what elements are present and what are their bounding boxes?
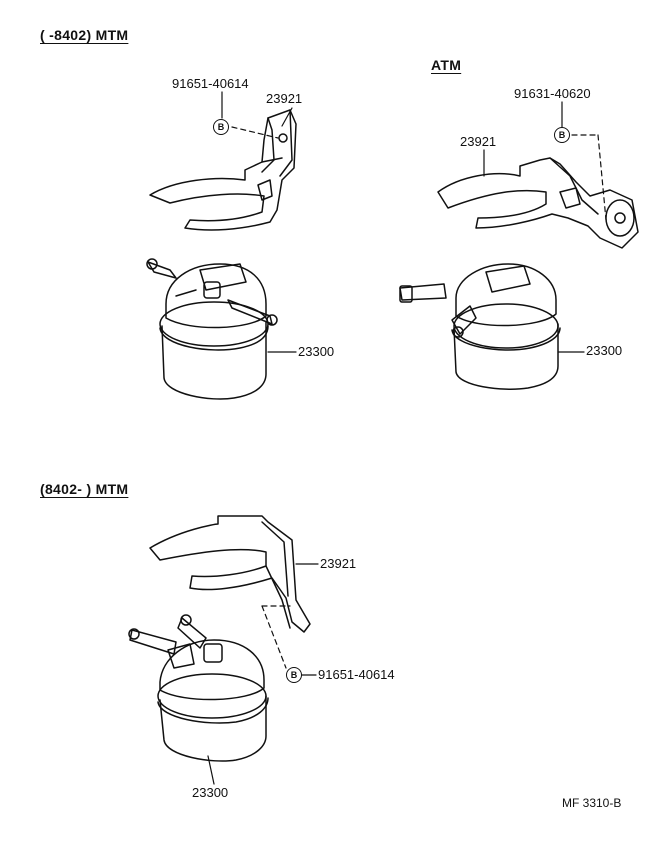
part-number-bracket-mtm-early: 23921 [266,91,303,106]
leader-lines-mtm-early [222,92,296,352]
bolt-marker-mtm-early: B [213,119,229,135]
part-number-bracket-atm: 23921 [460,134,497,149]
fuel-filter-mtm-late [128,614,268,761]
bracket-atm [438,158,638,248]
part-number-filter-mtm-late: 23300 [192,785,229,800]
bolt-marker-mtm-late: B [286,667,302,683]
heading-atm: ATM [431,57,462,73]
heading-mtm-early: ( -8402) MTM [40,27,129,43]
fuel-filter-atm [400,264,560,389]
part-number-bolt-atm: 91631-40620 [514,86,591,101]
part-number-filter-atm: 23300 [586,343,623,358]
bracket-mtm-late [150,516,310,632]
part-number-bolt-mtm-late: 91651-40614 [318,667,395,682]
heading-mtm-late: (8402- ) MTM [40,481,129,497]
bracket-mtm-early [150,110,296,230]
bolt-marker-atm: B [554,127,570,143]
part-number-bracket-mtm-late: 23921 [320,556,357,571]
fuel-filter-mtm-early [146,258,278,399]
leader-lines-atm [484,102,606,352]
figure-code: MF 3310-B [562,796,622,810]
part-number-bolt-mtm-early: 91651-40614 [172,76,249,91]
part-number-filter-mtm-early: 23300 [298,344,335,359]
